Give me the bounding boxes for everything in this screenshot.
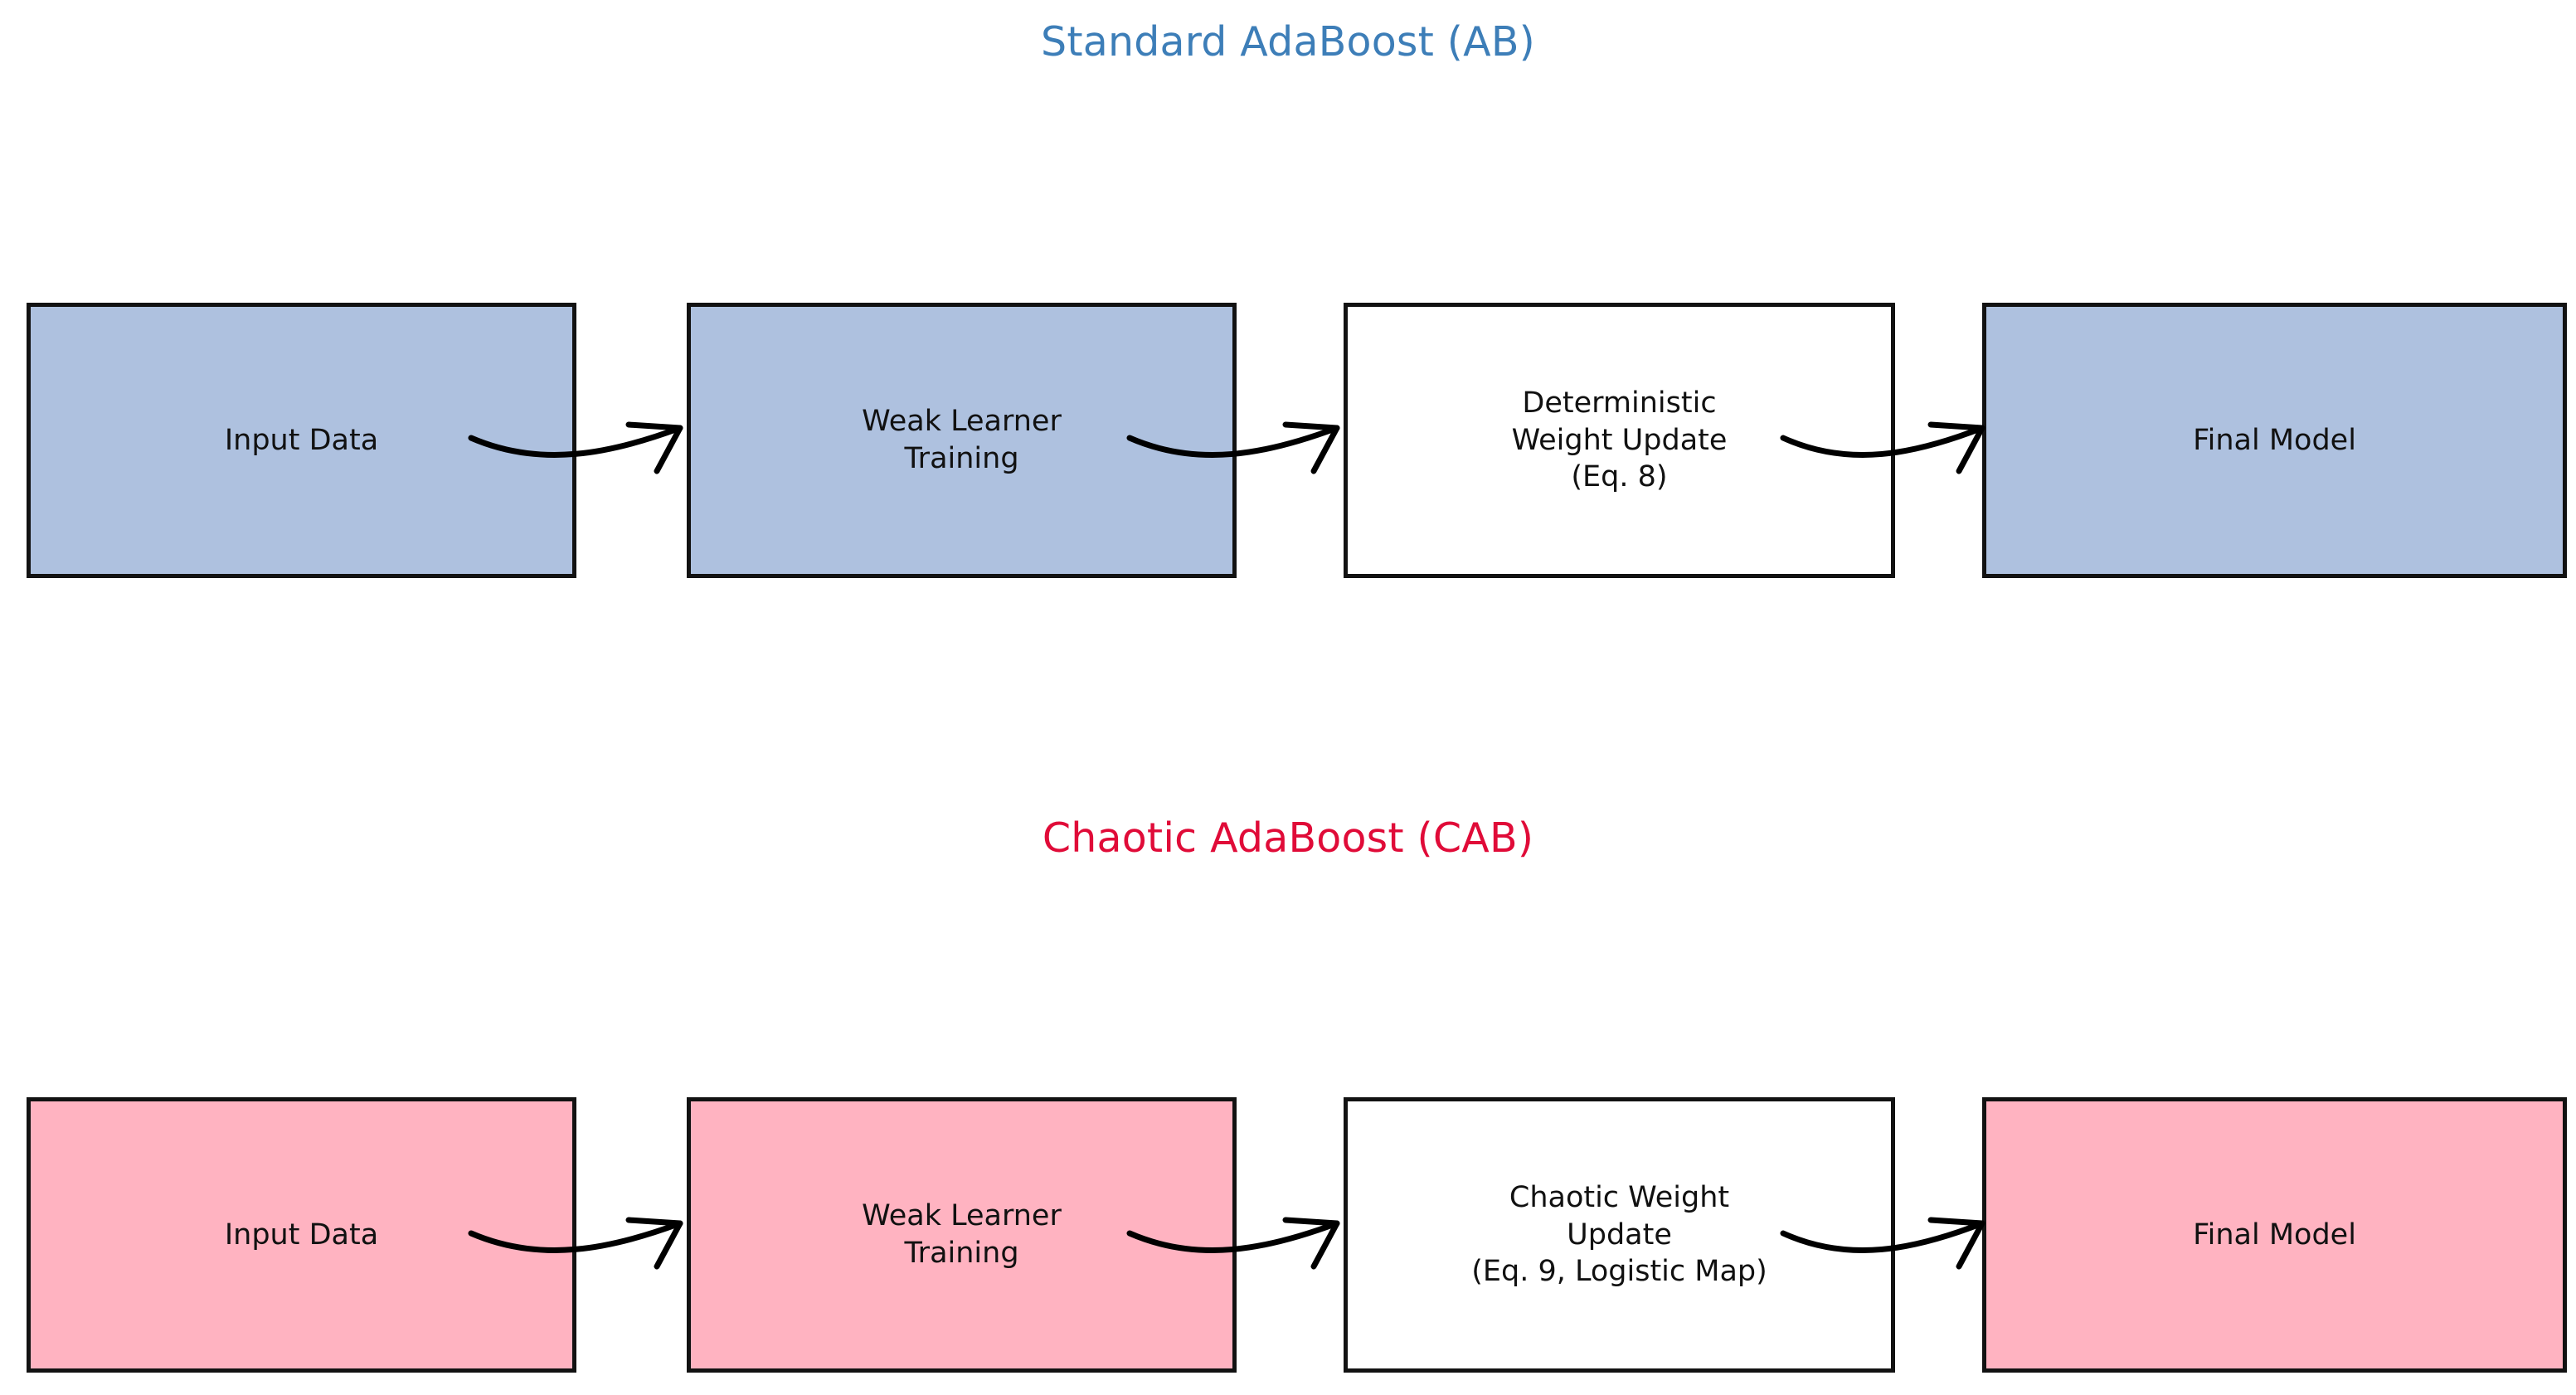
flow-box-ab-weak-learner-training[interactable]: Weak Learner Training [687,303,1237,578]
section-title-chaotic-adaboost: Chaotic AdaBoost (CAB) [1042,814,1534,862]
arrow-head-icon [625,421,683,474]
flow-box-ab-final-model[interactable]: Final Model [1982,303,2567,578]
flow-box-cab-input-data[interactable]: Input Data [27,1097,576,1373]
flow-box-label: Deterministic Weight Update (Eq. 8) [1511,386,1728,494]
flow-box-label: Input Data [224,423,379,457]
flow-box-label: Weak Learner Training [862,405,1062,475]
flow-box-ab-input-data[interactable]: Input Data [27,303,576,578]
flow-box-ab-deterministic-weight-update[interactable]: Deterministic Weight Update (Eq. 8) [1344,303,1895,578]
arrow-head-icon [625,1217,683,1270]
section-title-standard-adaboost: Standard AdaBoost (AB) [1041,18,1535,66]
arrow-head-icon [1282,421,1340,474]
flow-box-cab-weak-learner-training[interactable]: Weak Learner Training [687,1097,1237,1373]
flow-box-cab-chaotic-weight-update[interactable]: Chaotic Weight Update (Eq. 9, Logistic M… [1344,1097,1895,1373]
arrow-head-icon [1927,1217,1985,1270]
flow-box-label: Input Data [224,1218,379,1252]
flow-box-cab-final-model[interactable]: Final Model [1982,1097,2567,1373]
flow-box-label: Final Model [2193,1218,2356,1252]
arrow-head-icon [1282,1217,1340,1270]
arrow-head-icon [1927,421,1985,474]
flow-box-label: Chaotic Weight Update (Eq. 9, Logistic M… [1471,1180,1767,1289]
flow-box-label: Weak Learner Training [862,1199,1062,1270]
flow-box-label: Final Model [2193,423,2356,457]
